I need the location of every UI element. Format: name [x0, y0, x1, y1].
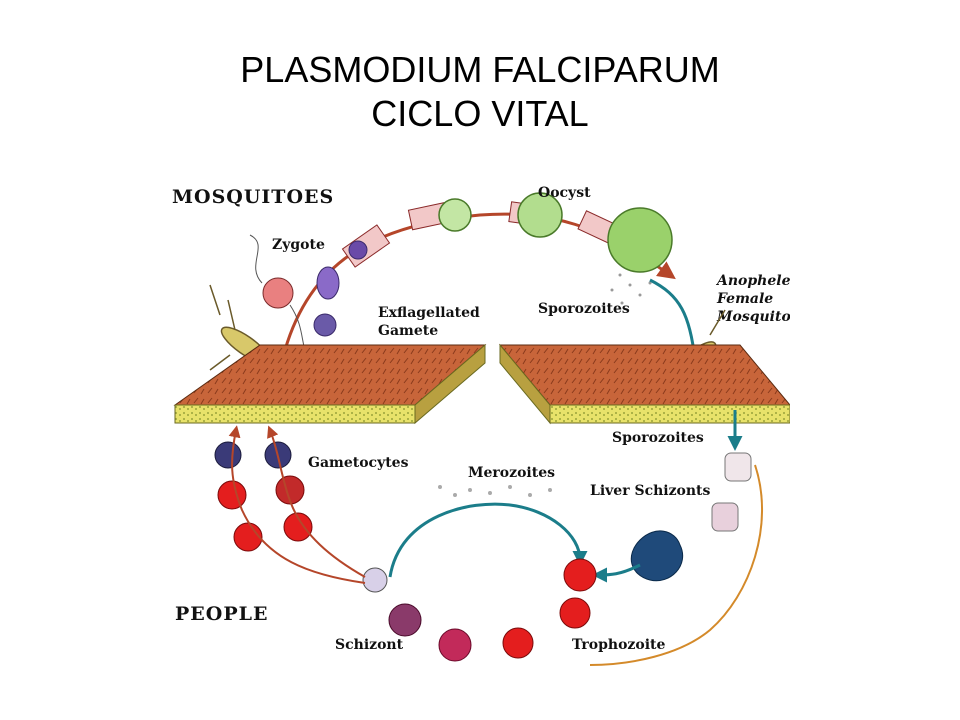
label-gamete: Gamete: [378, 323, 438, 339]
skin-block-left: [173, 343, 487, 425]
region-label-people: PEOPLE: [175, 603, 268, 625]
sporozoite-dots-top: [610, 273, 652, 305]
region-label-mosquitoes: MOSQUITOES: [172, 186, 334, 208]
title-line-2: CICLO VITAL: [371, 93, 589, 134]
cycle-arrow-right: [589, 464, 763, 666]
cycle-arrow-left-2: [267, 425, 366, 578]
label-anopheles: Anopheles: [715, 273, 790, 289]
gametocyte-cells: [214, 441, 313, 552]
label-sporozoites-top: Sporozoites: [538, 301, 630, 317]
label-trophozoite: Trophozoite: [572, 637, 665, 653]
label-oocyst: Oocyst: [538, 185, 591, 201]
merozoite-dots: [438, 485, 552, 497]
bottom-rbc-chain: [362, 558, 597, 662]
title-line-1: PLASMODIUM FALCIPARUM: [240, 49, 720, 90]
liver-cells: [630, 452, 752, 582]
label-sporozoites-bottom: Sporozoites: [612, 430, 704, 446]
gut-tissue: [341, 199, 631, 268]
life-cycle-diagram: MOSQUITOES PEOPLE Oocyst Zygote Exflagel…: [172, 185, 790, 666]
skin-block-right: [498, 343, 790, 425]
teal-arrow-liver-to-rbc: [592, 563, 641, 583]
label-gametocytes: Gametocytes: [308, 455, 409, 471]
cycle-arrow-left-1: [228, 425, 366, 584]
label-female: Female: [716, 291, 773, 307]
merozoite-cycle-arrow: [388, 502, 588, 578]
zygote-cells: [249, 234, 368, 366]
page-title: PLASMODIUM FALCIPARUM CICLO VITAL: [0, 48, 960, 136]
label-exflagellated: Exflagellated: [378, 305, 480, 321]
oocyst-cells: [438, 192, 673, 273]
label-schizont: Schizont: [335, 637, 404, 653]
label-mosquito: Mosquito: [716, 309, 790, 325]
label-zygote: Zygote: [272, 237, 325, 253]
label-merozoites: Merozoites: [468, 465, 555, 481]
label-liver-schizonts: Liver Schizonts: [590, 483, 711, 499]
